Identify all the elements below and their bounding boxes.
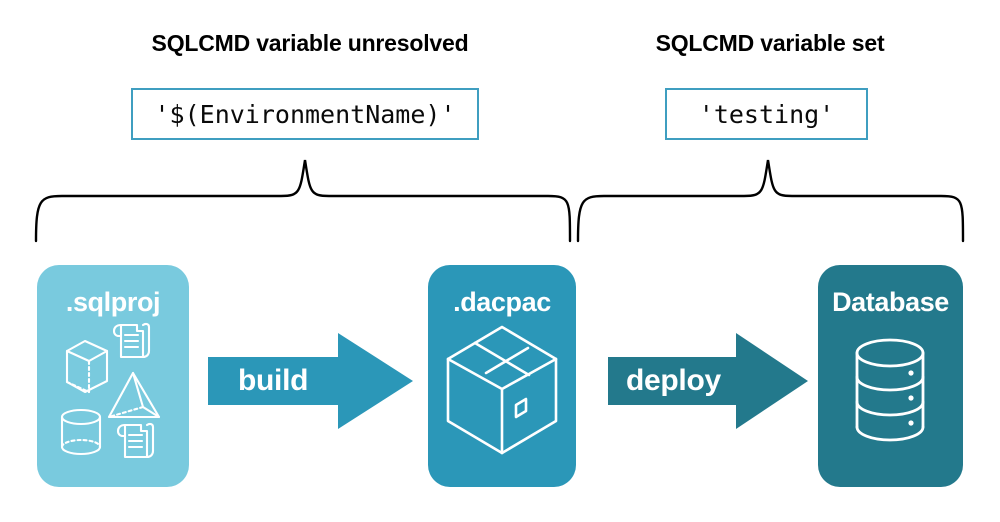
database-artwork <box>855 338 925 442</box>
code-box-environment-name: '$(EnvironmentName)' <box>131 88 479 140</box>
dacpac-artwork <box>446 325 558 455</box>
cube-wireframe-icon <box>65 339 109 394</box>
cylinder-wireframe-icon <box>60 408 102 456</box>
arrow-build-shape <box>208 333 413 429</box>
stage-label-sqlproj: .sqlproj <box>65 287 161 317</box>
script-scroll-icon <box>112 322 151 359</box>
database-cylinder-icon <box>855 338 925 442</box>
stage-box-sqlproj: .sqlproj <box>37 265 189 487</box>
script-scroll-icon <box>116 422 155 459</box>
code-box-testing: 'testing' <box>665 88 868 140</box>
pyramid-wireframe-icon <box>107 371 161 419</box>
heading-sqlcmd-variable-unresolved: SQLCMD variable unresolved <box>151 30 469 56</box>
arrow-label-deploy: deploy <box>626 364 721 397</box>
package-box-icon <box>446 325 558 455</box>
stage-label-dacpac: .dacpac <box>453 287 551 317</box>
arrow-deploy-shape <box>608 333 808 429</box>
arrow-build: build <box>208 333 413 429</box>
arrow-label-build: build <box>238 364 309 397</box>
arrow-deploy: deploy <box>608 333 808 429</box>
stage-box-dacpac: .dacpac <box>428 265 576 487</box>
brace-right-icon <box>576 159 965 243</box>
sqlproj-artwork <box>60 322 161 459</box>
stage-box-database: Database <box>818 265 963 487</box>
stage-label-database: Database <box>832 287 949 317</box>
heading-sqlcmd-variable-set: SQLCMD variable set <box>655 30 885 56</box>
brace-left-icon <box>34 159 572 243</box>
